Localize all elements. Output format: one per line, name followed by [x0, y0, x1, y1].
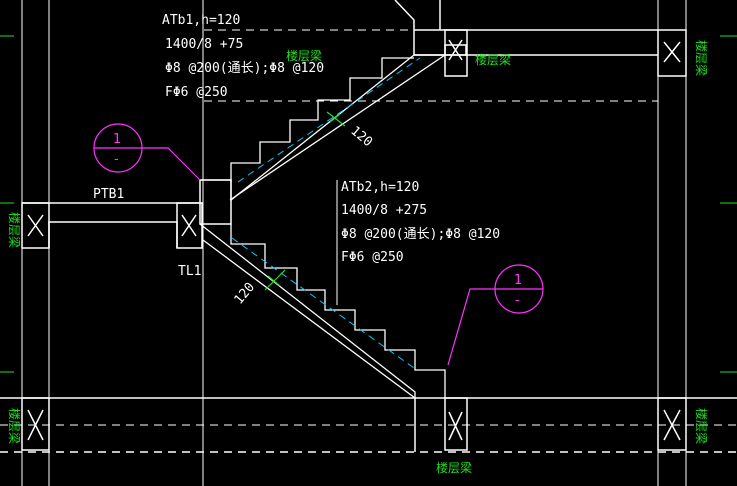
- atb1-line3: Φ8 @200(通长);Φ8 @120: [165, 61, 324, 76]
- beam-label-bottom: 楼层梁: [436, 460, 472, 475]
- section-lower-number: 1: [514, 273, 522, 288]
- atb2-line4: FΦ6 @250: [341, 250, 404, 265]
- beam-label-top-left: 楼层梁: [286, 48, 322, 63]
- section-upper-number: 1: [113, 132, 121, 147]
- beam-label-right-top: 楼层梁: [694, 40, 709, 76]
- section-upper-sub: -: [114, 152, 119, 167]
- ptb1-label: PTB1: [93, 187, 124, 202]
- section-lower-sub: -: [515, 293, 520, 308]
- dimension-marks: [264, 111, 346, 291]
- lower-flight-steps: [199, 223, 446, 399]
- atb2-line2: 1400/8 +275: [341, 203, 427, 218]
- atb1-title: ATb1,h=120: [162, 13, 240, 28]
- lower-hidden-line: [231, 237, 415, 369]
- grid-ticks-left: [0, 35, 737, 373]
- tl1-label: TL1: [178, 264, 201, 279]
- dim-120-upper: 120: [347, 124, 375, 151]
- top-beam: [394, 0, 687, 77]
- atb2-line3: Φ8 @200(通长);Φ8 @120: [341, 227, 500, 242]
- atb2-title: ATb2,h=120: [341, 180, 419, 195]
- bottom-beam: [0, 397, 737, 453]
- grid-lines: [21, 0, 687, 486]
- atb1-line4: FΦ6 @250: [165, 85, 228, 100]
- dim-120-lower: 120: [232, 280, 259, 308]
- beam-label-left-bottom: 楼层梁: [7, 408, 22, 444]
- upper-flight-steps: [200, 54, 446, 202]
- upper-hidden-line: [237, 57, 421, 183]
- atb1-line2: 1400/8 +75: [165, 37, 243, 52]
- beam-label-left-top: 楼层梁: [7, 212, 22, 248]
- beam-label-top: 楼层梁: [475, 52, 511, 67]
- beam-label-right-bottom: 楼层梁: [694, 408, 709, 444]
- landing-ptb1: [21, 179, 232, 249]
- section-markers: [93, 123, 544, 366]
